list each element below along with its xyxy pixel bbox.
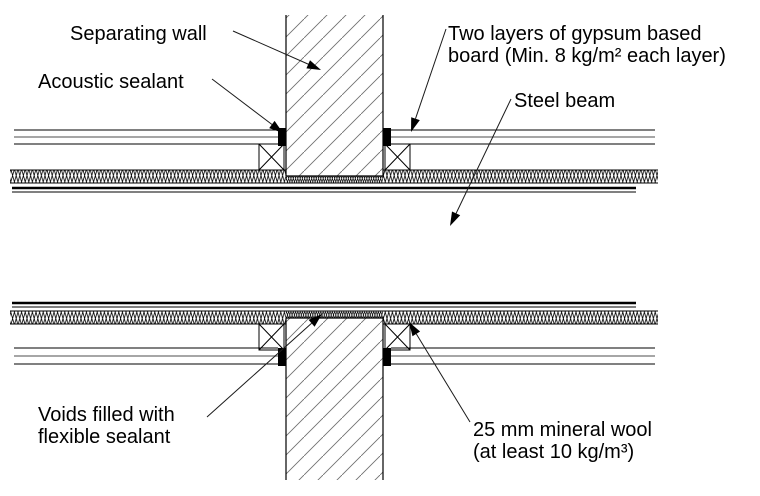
fixing-block-bottom-left [258,323,285,351]
mineral-wool-bottom-left [10,310,286,325]
acoustic-sealant-bottom-left [278,348,286,366]
mineral-wool-bottom-right [383,310,658,325]
steel-beam-arrow [450,98,512,226]
separating-wall-bottom-outline [285,317,384,480]
mineral-wool-arrow [409,322,471,423]
steel-beam-bottom-lines [12,301,636,308]
gypsum-boards-top-left [14,129,278,145]
acoustic-sealant-bottom-right [383,348,391,366]
gypsum-board-arrow [411,28,447,132]
gypsum-boards-bottom-right [391,347,655,365]
voids-sealant-arrow [206,314,322,418]
separating-wall-arrow [232,30,321,70]
gypsum-boards-bottom-left [14,347,278,365]
label-gypsum-board-line1: Two layers of gypsum based [448,23,701,45]
fixing-block-top-right [384,143,411,171]
acoustic-sealant-top-right [383,128,391,146]
label-acoustic-sealant: Acoustic sealant [38,71,184,93]
sealant-strip-bottom [286,310,383,319]
fixing-block-top-left [258,143,285,171]
gypsum-boards-top-right [391,129,655,145]
separating-wall-top [286,15,383,176]
steel-beam-top-lines [12,186,636,193]
mineral-wool-top-left [10,169,286,184]
label-steel-beam: Steel beam [514,90,615,112]
sealant-strip-top [286,175,383,184]
label-voids-line2: flexible sealant [38,426,171,448]
label-mineral-wool-line2: (at least 10 kg/m³) [473,441,634,463]
separating-wall-bottom [286,318,383,480]
bottom-detail [10,301,658,480]
label-voids-line1: Voids filled with [38,404,175,426]
acoustic-sealant-arrow [211,78,283,133]
label-mineral-wool-line1: 25 mm mineral wool [473,419,652,441]
top-detail [10,15,658,193]
fixing-block-bottom-right [384,323,411,351]
leader-arrows [206,28,512,423]
label-separating-wall: Separating wall [70,23,207,45]
label-gypsum-board-line2: board (Min. 8 kg/m² each layer) [448,45,726,67]
mineral-wool-top-right [383,169,658,184]
acoustic-sealant-top-left [278,128,286,146]
